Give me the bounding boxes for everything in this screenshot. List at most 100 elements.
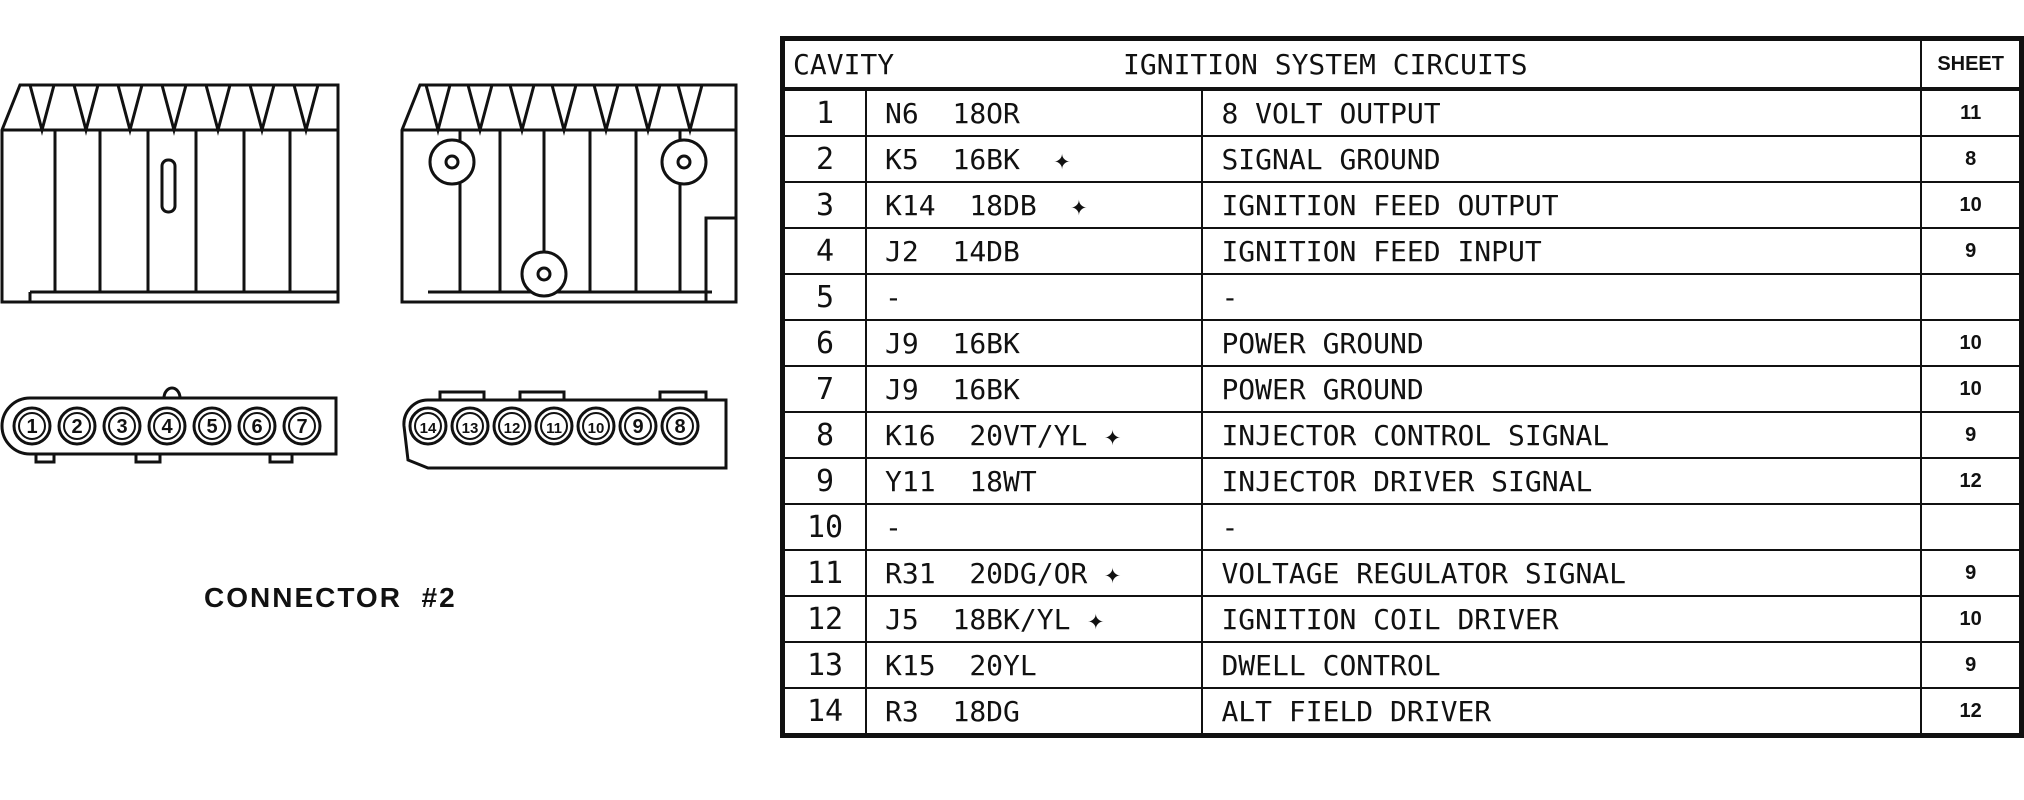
connector-a-pin-ring-2 [63, 412, 91, 440]
connector-b-pin-label: 9 [632, 416, 643, 438]
description-cell: IGNITION FEED OUTPUT [1201, 181, 1923, 229]
wire-cell: K16 20VT/YL ✦ [865, 411, 1204, 459]
connector-b-pin-label: 14 [420, 420, 437, 437]
connector-a-pin-label: 3 [116, 416, 127, 438]
sheet-cell: 12 [1920, 687, 2021, 735]
sheet-cell: 9 [1920, 227, 2021, 275]
wire-cell: J9 16BK [865, 365, 1204, 413]
wire-cell: K5 16BK ✦ [865, 135, 1204, 183]
wire-cell: R3 18DG [865, 687, 1204, 735]
connector-b-pin-ring-9 [624, 412, 652, 440]
wire-cell: N6 18OR [865, 88, 1204, 137]
connector-a-pin-ring-1 [18, 412, 46, 440]
connector-caption: CONNECTOR #2 [204, 582, 457, 613]
description-cell: VOLTAGE REGULATOR SIGNAL [1201, 549, 1923, 597]
cavity-cell: 8 [782, 411, 868, 459]
description-cell: - [1201, 503, 1923, 551]
connector-a-side-view [0, 83, 340, 304]
sheet-cell: 10 [1920, 365, 2021, 413]
header-cavity: CAVITY [793, 47, 895, 81]
table-header-row: CAVITY IGNITION SYSTEM CIRCUITS SHEET [782, 39, 2021, 91]
sheet-cell: 9 [1920, 549, 2021, 597]
connector-b-pin-ring-10 [582, 412, 610, 440]
cavity-cell: 5 [782, 273, 868, 321]
header-sheet: SHEET [1920, 39, 2021, 91]
cavity-cell: 2 [782, 135, 868, 183]
connector-b-side-view [400, 83, 738, 304]
connector-b-pin-label: 13 [462, 420, 479, 437]
sheet-cell: 10 [1920, 181, 2021, 229]
sheet-cell [1920, 503, 2021, 551]
description-cell: POWER GROUND [1201, 365, 1923, 413]
connector-b-pin-ring-13 [456, 412, 484, 440]
sheet-cell: 10 [1920, 319, 2021, 367]
description-cell: INJECTOR DRIVER SIGNAL [1201, 457, 1923, 505]
wire-cell: J2 14DB [865, 227, 1204, 275]
description-cell: 8 VOLT OUTPUT [1201, 88, 1923, 137]
connector-b-pin-ring-14 [414, 412, 442, 440]
cavity-cell: 7 [782, 365, 868, 413]
sheet-cell: 9 [1920, 641, 2021, 689]
cavity-cell: 1 [782, 88, 868, 137]
connector-a-pin-label: 2 [71, 416, 82, 438]
connector-b-pin-ring-11 [540, 412, 568, 440]
description-cell: IGNITION FEED INPUT [1201, 227, 1923, 275]
cavity-cell: 13 [782, 641, 868, 689]
connector-a-pin-ring-6 [243, 412, 271, 440]
connector-b-pin-label: 10 [588, 420, 605, 437]
description-cell: ALT FIELD DRIVER [1201, 687, 1923, 735]
connector-a-pin-label: 6 [251, 416, 262, 438]
wire-cell: K15 20YL [865, 641, 1204, 689]
connector-b-pin-label: 11 [546, 420, 562, 437]
sheet-cell: 10 [1920, 595, 2021, 643]
header-title: IGNITION SYSTEM CIRCUITS [1123, 47, 1528, 81]
wire-cell: J9 16BK [865, 319, 1204, 367]
connector-b-pin-ring-12 [498, 412, 526, 440]
connector-a-pin-label: 5 [206, 416, 217, 438]
connector-a-pin-label: 7 [296, 416, 307, 438]
cavity-cell: 11 [782, 549, 868, 597]
connector-a-pin-ring-4 [153, 412, 181, 440]
wire-cell: J5 18BK/YL ✦ [865, 595, 1204, 643]
cavity-cell: 14 [782, 687, 868, 735]
wire-cell: K14 18DB ✦ [865, 181, 1204, 229]
cavity-cell: 12 [782, 595, 868, 643]
sheet-cell: 8 [1920, 135, 2021, 183]
sheet-cell: 12 [1920, 457, 2021, 505]
cavity-cell: 10 [782, 503, 868, 551]
wire-cell: - [865, 273, 1204, 321]
wire-cell: R31 20DG/OR ✦ [865, 549, 1204, 597]
description-cell: - [1201, 273, 1923, 321]
table-row: 5-- [782, 273, 2021, 321]
description-cell: POWER GROUND [1201, 319, 1923, 367]
table-row: 10-- [782, 503, 2021, 551]
cavity-cell: 9 [782, 457, 868, 505]
connector-b-pin-ring-8 [666, 412, 694, 440]
table-header-cavity-title: CAVITY IGNITION SYSTEM CIRCUITS [782, 39, 1923, 91]
cavity-cell: 6 [782, 319, 868, 367]
description-cell: SIGNAL GROUND [1201, 135, 1923, 183]
sheet-cell [1920, 273, 2021, 321]
cavity-cell: 3 [782, 181, 868, 229]
description-cell: INJECTOR CONTROL SIGNAL [1201, 411, 1923, 459]
connector-a-pin-ring-7 [288, 412, 316, 440]
connector-a-pin-label: 4 [161, 416, 173, 438]
connector-a-pin-ring-5 [198, 412, 226, 440]
